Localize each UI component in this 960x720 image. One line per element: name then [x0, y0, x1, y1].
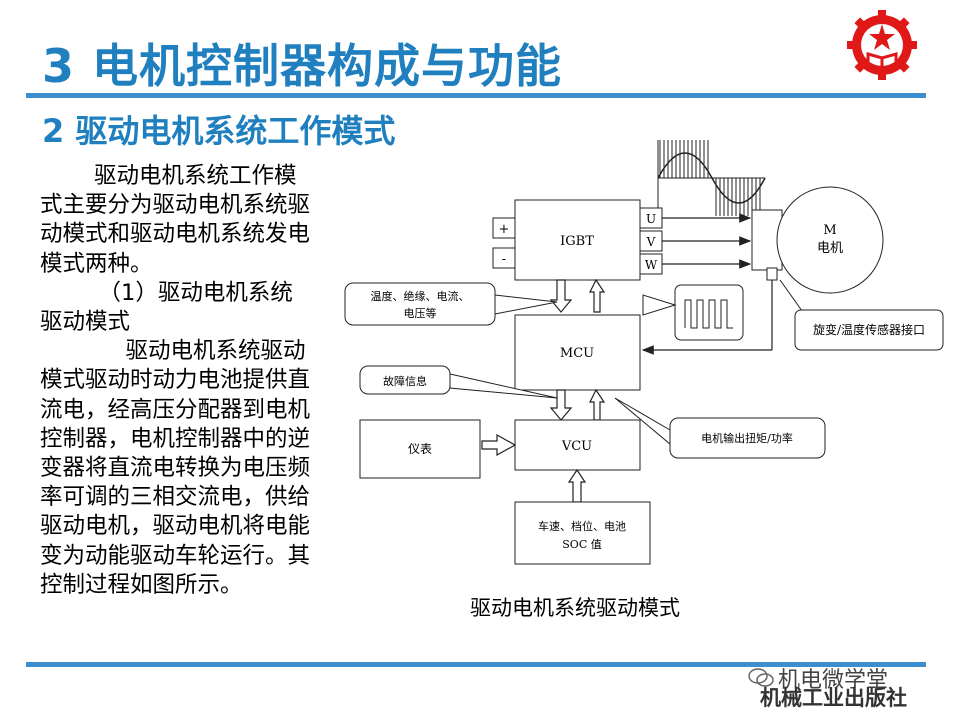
drive-mode-heading: （1）驱动电机系统驱动模式 — [40, 279, 293, 336]
mcu-box — [514, 314, 641, 391]
body-text: 驱动电机系统工作模式主要分为驱动电机系统驱动模式和驱动电机系统发电模式两种。 （… — [40, 162, 312, 600]
fault-label: 故障信息 — [383, 374, 427, 388]
motor-m-label: M — [823, 223, 836, 238]
mcu-label: MCU — [560, 346, 594, 361]
drive-mode-diagram: + - IGBT U V W M 电机 旋变/温度传感器接口 温度、绝缘、电流、… — [344, 140, 944, 565]
torque-label: 电机输出扭矩/功率 — [701, 431, 793, 445]
vehicle-inputs-box — [514, 501, 651, 565]
plus-terminal: + — [499, 222, 510, 237]
footer-rule — [26, 662, 926, 667]
resolver-box — [794, 309, 944, 351]
phase-v-label: V — [646, 235, 656, 249]
phase-w-label: W — [645, 258, 658, 272]
publisher-logo — [847, 10, 917, 80]
vcu-label: VCU — [561, 439, 592, 454]
motor-label: 电机 — [817, 241, 843, 256]
igbt-box — [514, 199, 641, 281]
inputs-line2: SOC 值 — [562, 538, 601, 551]
diagram-caption: 驱动电机系统驱动模式 — [470, 596, 680, 620]
sensors-line2: 电压等 — [404, 306, 437, 320]
section-subtitle: 2 驱动电机系统工作模式 — [42, 112, 396, 150]
pwm-waveform — [657, 140, 766, 216]
header-rule — [26, 93, 926, 98]
intro-paragraph: 驱动电机系统工作模式主要分为驱动电机系统驱动模式和驱动电机系统发电模式两种。 — [40, 163, 311, 277]
igbt-label: IGBT — [560, 234, 594, 249]
inputs-line1: 车速、档位、电池 — [538, 519, 626, 533]
page-title: 3 电机控制器构成与功能 — [42, 39, 563, 93]
resolver-label: 旋变/温度传感器接口 — [813, 322, 925, 337]
motor-circle — [776, 186, 884, 294]
wechat-icon — [748, 668, 774, 687]
instrument-label: 仪表 — [408, 442, 432, 456]
vcu-box — [514, 419, 641, 471]
publisher-name: 机械工业出版社 — [760, 685, 907, 710]
drive-mode-paragraph: 驱动电机系统驱动模式驱动时动力电池提供直流电，经高压分配器到电机控制器，电机控制… — [40, 338, 311, 598]
instrument-box — [359, 419, 481, 479]
minus-terminal: - — [502, 252, 506, 267]
battery-terminals: + - — [492, 217, 516, 269]
sensors-line1: 温度、绝缘、电流、 — [371, 289, 470, 303]
phase-u-label: U — [646, 212, 656, 226]
watermark-text: 机电微学堂 — [778, 668, 889, 693]
